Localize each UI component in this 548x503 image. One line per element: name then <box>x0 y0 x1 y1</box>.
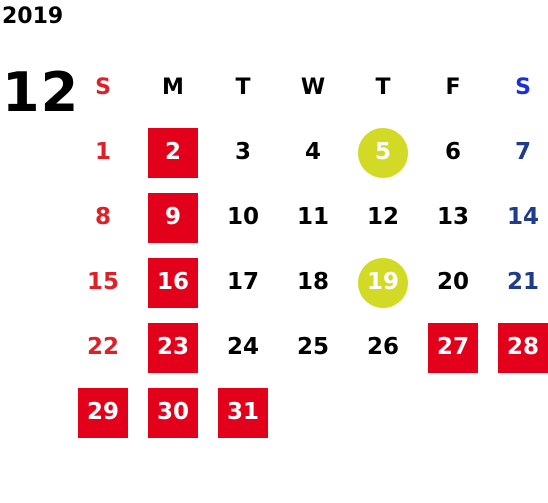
day-cell[interactable]: 17 <box>208 250 278 315</box>
day-number: 23 <box>148 322 198 373</box>
day-cell[interactable]: 31 <box>208 380 278 445</box>
day-cell[interactable]: 23 <box>138 315 208 380</box>
day-cell[interactable]: 24 <box>208 315 278 380</box>
empty-cell <box>418 380 488 445</box>
day-number: 14 <box>506 204 539 230</box>
day-cell[interactable]: 11 <box>278 185 348 250</box>
empty-cell <box>278 380 348 445</box>
day-cell[interactable]: 5 <box>348 120 418 185</box>
weekday-label: S <box>95 74 111 100</box>
day-number: 10 <box>226 204 259 230</box>
empty-cell <box>348 380 418 445</box>
day-number: 25 <box>296 334 329 360</box>
day-number: 18 <box>296 269 329 295</box>
day-number: 16 <box>148 257 198 308</box>
day-cell[interactable]: 16 <box>138 250 208 315</box>
day-cell[interactable]: 28 <box>488 315 548 380</box>
weekday-header-sun: S <box>68 55 138 120</box>
weekday-header-fri: F <box>418 55 488 120</box>
day-cell[interactable]: 4 <box>278 120 348 185</box>
day-cell[interactable]: 26 <box>348 315 418 380</box>
day-cell[interactable]: 20 <box>418 250 488 315</box>
day-number: 29 <box>78 387 128 438</box>
day-cell[interactable]: 8 <box>68 185 138 250</box>
day-cell[interactable]: 13 <box>418 185 488 250</box>
day-cell[interactable]: 2 <box>138 120 208 185</box>
day-cell[interactable]: 29 <box>68 380 138 445</box>
day-number: 20 <box>436 269 469 295</box>
empty-cell <box>488 380 548 445</box>
day-cell[interactable]: 7 <box>488 120 548 185</box>
weekday-header-thu: T <box>348 55 418 120</box>
day-number: 30 <box>148 387 198 438</box>
day-number: 8 <box>94 204 111 230</box>
day-number: 21 <box>506 269 539 295</box>
day-number: 27 <box>428 322 478 373</box>
day-number: 12 <box>366 204 399 230</box>
weekday-header-wed: W <box>278 55 348 120</box>
day-cell[interactable]: 1 <box>68 120 138 185</box>
day-cell[interactable]: 22 <box>68 315 138 380</box>
day-number: 15 <box>86 269 119 295</box>
calendar-year: 2019 <box>2 4 64 29</box>
day-number: 26 <box>366 334 399 360</box>
day-cell[interactable]: 15 <box>68 250 138 315</box>
day-cell[interactable]: 14 <box>488 185 548 250</box>
day-number: 13 <box>436 204 469 230</box>
day-number: 2 <box>148 127 198 178</box>
weekday-label: M <box>162 74 184 100</box>
day-cell[interactable]: 6 <box>418 120 488 185</box>
day-cell[interactable]: 19 <box>348 250 418 315</box>
day-number: 3 <box>234 139 251 165</box>
weekday-label: W <box>300 74 326 100</box>
day-number: 19 <box>358 257 408 308</box>
day-cell[interactable]: 3 <box>208 120 278 185</box>
day-number: 31 <box>218 387 268 438</box>
day-number: 5 <box>358 127 408 178</box>
day-number: 1 <box>94 139 111 165</box>
day-cell[interactable]: 27 <box>418 315 488 380</box>
day-number: 4 <box>304 139 321 165</box>
day-cell[interactable]: 9 <box>138 185 208 250</box>
day-number <box>428 388 478 438</box>
day-cell[interactable]: 21 <box>488 250 548 315</box>
weekday-label: S <box>515 74 531 100</box>
weekday-header-tue: T <box>208 55 278 120</box>
day-number <box>358 388 408 438</box>
day-cell[interactable]: 12 <box>348 185 418 250</box>
day-number: 24 <box>226 334 259 360</box>
day-number: 17 <box>226 269 259 295</box>
day-number <box>498 388 548 438</box>
day-number <box>288 388 338 438</box>
day-number: 22 <box>86 334 119 360</box>
day-cell[interactable]: 10 <box>208 185 278 250</box>
day-cell[interactable]: 25 <box>278 315 348 380</box>
day-number: 7 <box>514 139 531 165</box>
day-number: 11 <box>296 204 329 230</box>
day-cell[interactable]: 18 <box>278 250 348 315</box>
day-number: 9 <box>148 192 198 243</box>
day-number: 6 <box>444 139 461 165</box>
weekday-header-mon: M <box>138 55 208 120</box>
weekday-header-sat: S <box>488 55 548 120</box>
weekday-label: T <box>375 74 391 100</box>
weekday-label: T <box>235 74 251 100</box>
calendar-month: 12 <box>2 61 80 124</box>
weekday-label: F <box>445 74 461 100</box>
day-cell[interactable]: 30 <box>138 380 208 445</box>
day-number: 28 <box>498 322 548 373</box>
